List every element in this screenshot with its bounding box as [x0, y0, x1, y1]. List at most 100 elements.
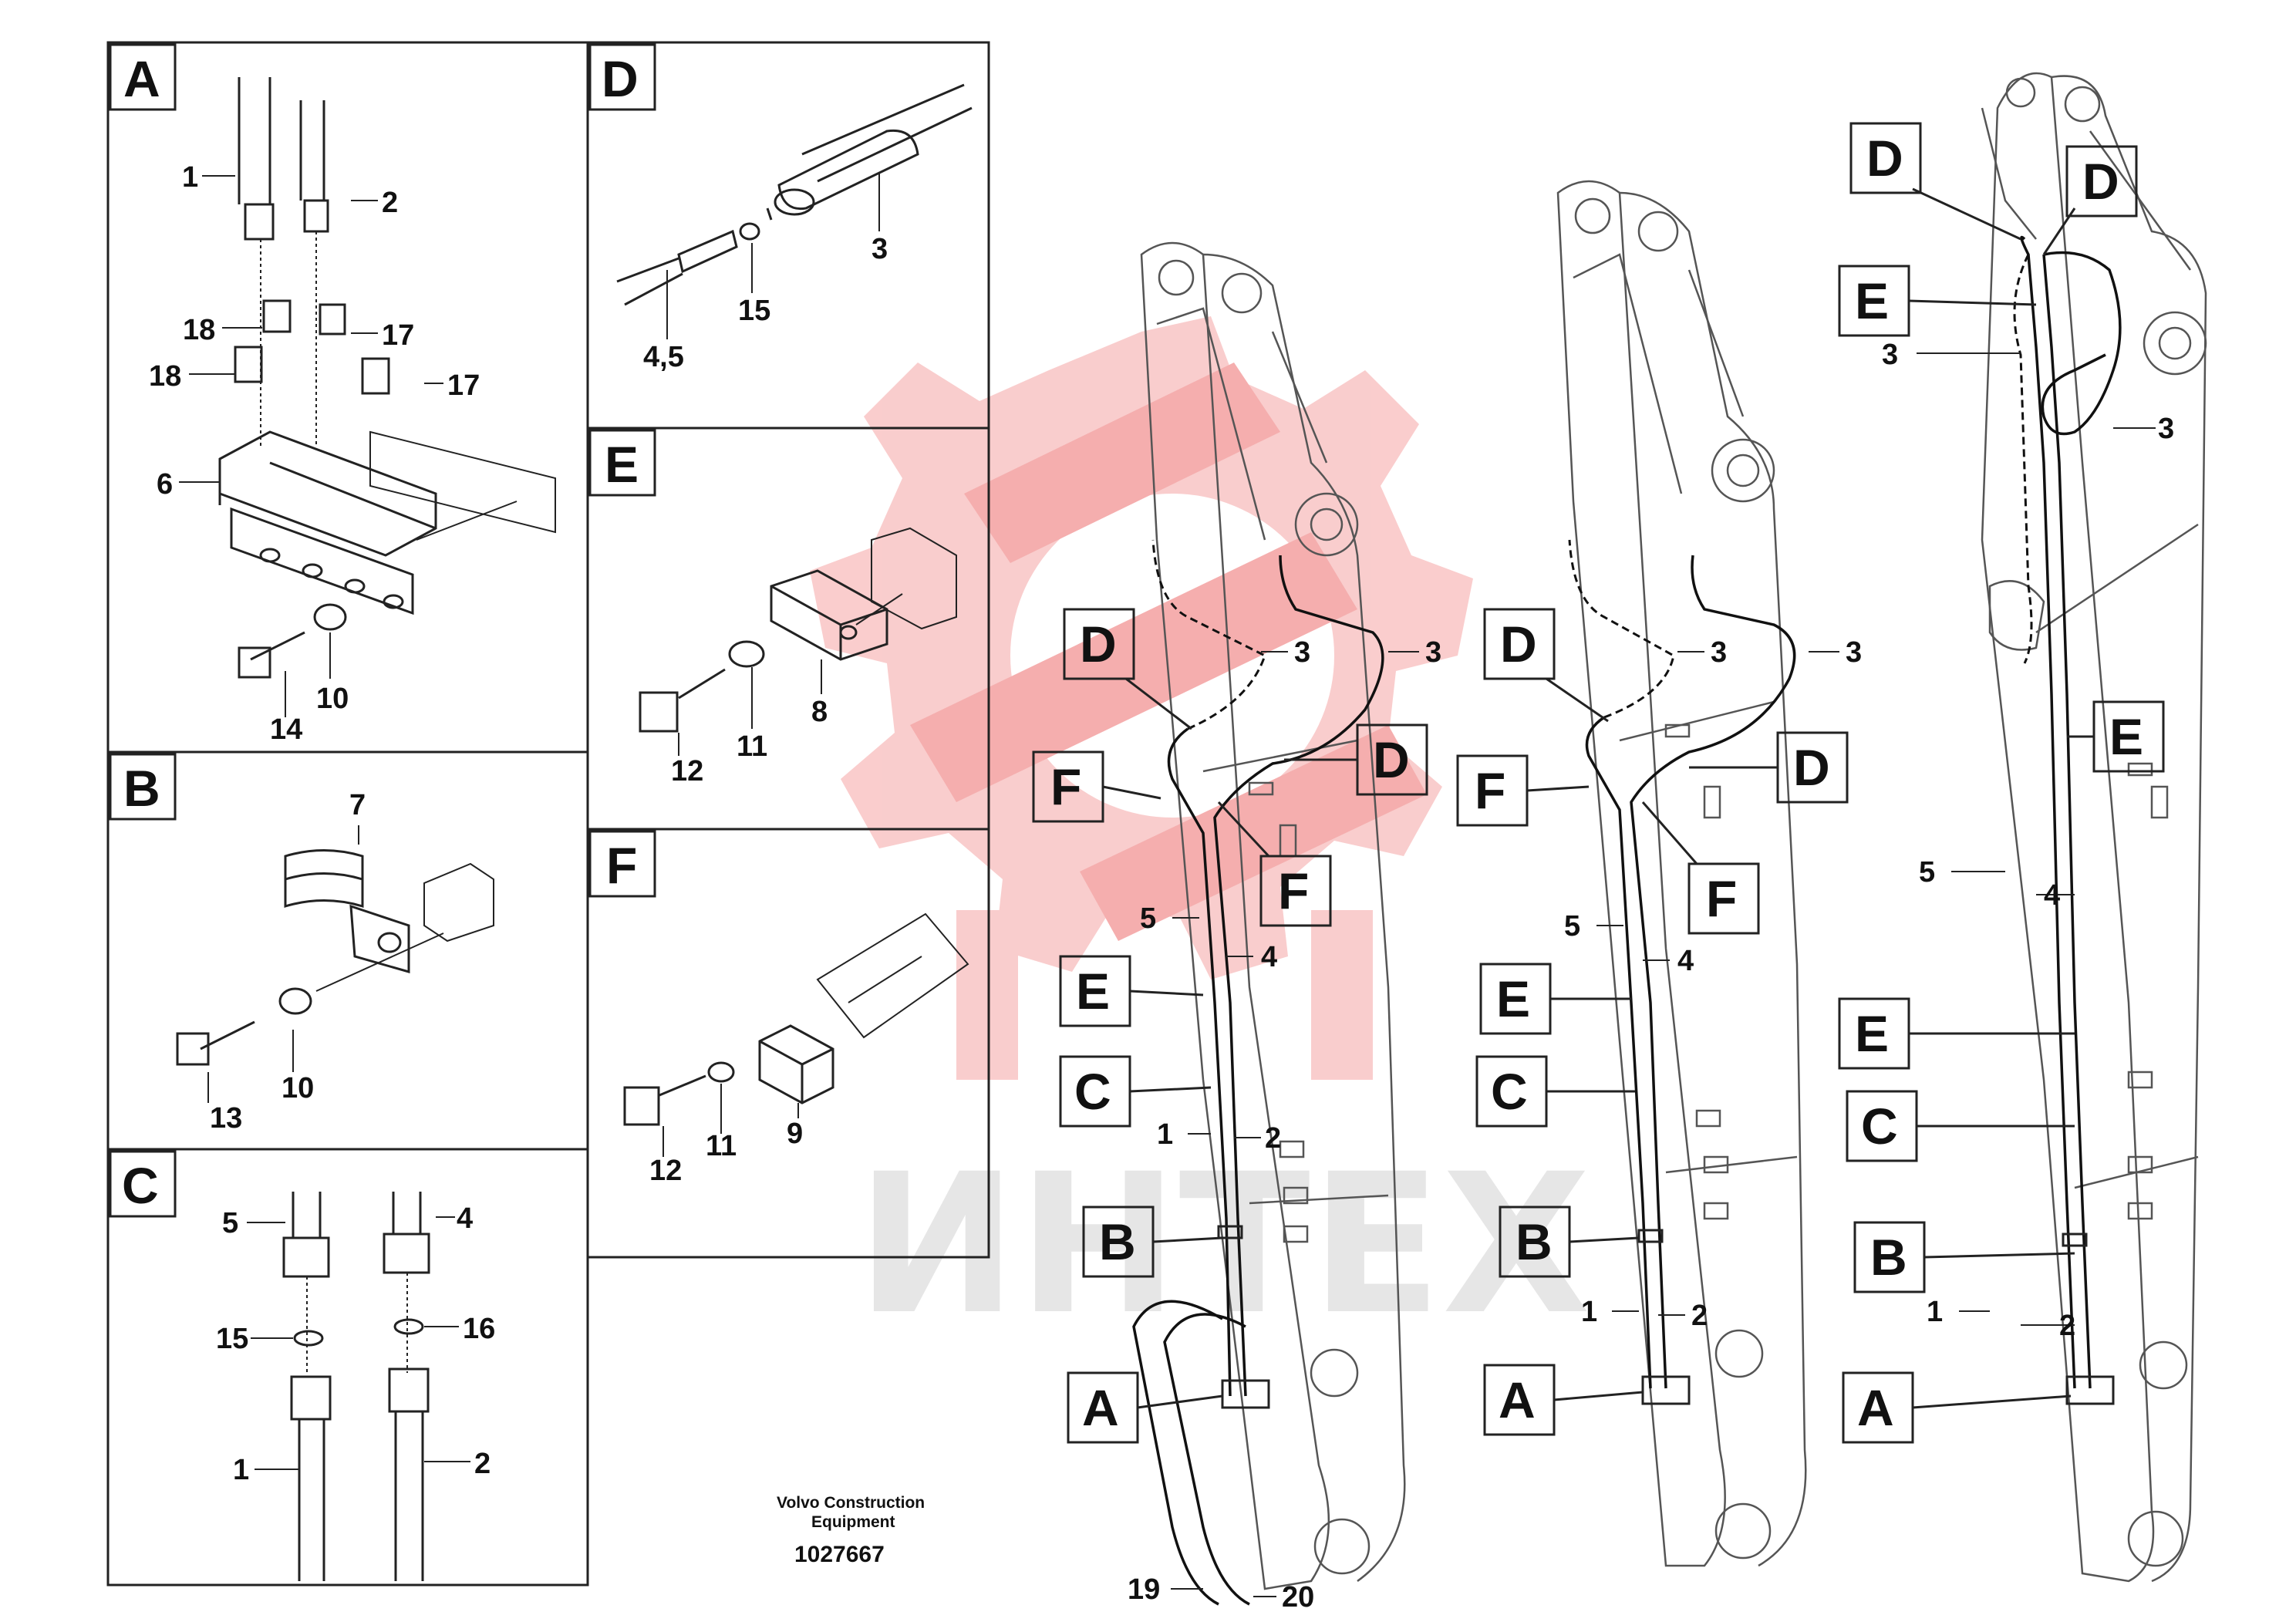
panel-A-callout-14: 14	[270, 713, 302, 746]
callout-number: 1	[1927, 1296, 1943, 1328]
panel-D-callout-3: 3	[872, 233, 888, 265]
panel-C-callout-4: 4	[457, 1202, 473, 1235]
callout-number: F	[606, 837, 637, 894]
boom-3-callout-A: A	[1857, 1379, 1894, 1436]
panel-A-callout-2: 2	[382, 187, 398, 219]
panel-E-drawing	[639, 527, 957, 756]
boom-2-callout-D-top: D	[1500, 615, 1537, 673]
callout-number: 4	[1677, 945, 1694, 977]
boom-1-callout-D-top: D	[1080, 615, 1117, 673]
boom-2-callout-E: E	[1496, 970, 1530, 1027]
panel-frames	[106, 41, 990, 1587]
boom-3-callouts: D D E E E C B A	[1838, 122, 2165, 1444]
panel-B-callout-13: 13	[210, 1102, 242, 1135]
callout-number: 3	[1846, 636, 1862, 669]
panel-A-callout-17b: 17	[447, 369, 480, 402]
doc-number: 1027667	[794, 1542, 885, 1567]
panel-C-title: C	[109, 1150, 177, 1218]
boom-1-callout-F-left: F	[1050, 758, 1081, 815]
callout-number: 1	[1157, 1118, 1173, 1151]
boom-3-hoses	[2013, 235, 2122, 1405]
panel-A-callout-17a: 17	[382, 319, 414, 352]
callout-number: 3	[1294, 636, 1310, 669]
boom-2-callout-D-right: D	[1793, 739, 1830, 796]
panel-E-callout-12: 12	[671, 755, 703, 787]
panel-B-drawing	[176, 825, 494, 1103]
panel-C-callout-5: 5	[222, 1207, 238, 1239]
boom-2-hoses	[1568, 539, 1796, 1405]
callout-number: 5	[1140, 902, 1156, 935]
callout-number: 3	[1711, 636, 1727, 669]
panel-B-title: B	[109, 753, 177, 821]
panel-C-callout-1: 1	[233, 1454, 249, 1486]
panel-C-callout-2: 2	[474, 1448, 491, 1480]
boom-2-structure	[1556, 180, 1807, 1567]
callout-number: C	[122, 1157, 159, 1214]
callout-number: 5	[1919, 856, 1935, 889]
footer: Volvo Construction Equipment 1027667	[777, 1494, 925, 1567]
boom-1-callout-C: C	[1074, 1063, 1111, 1120]
panel-A-callout-6: 6	[157, 468, 173, 501]
panel-C-callout-15: 15	[216, 1323, 248, 1355]
panel-C-callout-16: 16	[463, 1313, 495, 1345]
callout-number: 20	[1282, 1581, 1314, 1614]
callout-number: 3	[1425, 636, 1441, 669]
callout-number: 4	[2044, 879, 2060, 912]
panel-C-drawing	[247, 1192, 470, 1581]
boom-3-callout-D-left: D	[1866, 130, 1903, 187]
boom-1-numbers: 3 3 5 4 1 2 19 20	[1128, 636, 1441, 1614]
boom-1-callouts: D F F E C B A D	[1032, 608, 1428, 1444]
boom-2-callout-A: A	[1499, 1371, 1536, 1428]
callout-number: 3	[1882, 339, 1898, 371]
callout-number: B	[123, 760, 160, 817]
boom-2-numbers: 3 3 5 4 1 2	[1564, 636, 1862, 1332]
boom-1-callout-F-right: F	[1278, 862, 1309, 919]
boom-3-callout-E-top: E	[1855, 272, 1889, 329]
panel-F-callout-11: 11	[706, 1130, 737, 1162]
boom-1-callout-A: A	[1082, 1379, 1119, 1436]
maker-line-2: Equipment	[811, 1513, 895, 1531]
panel-F-title: F	[588, 830, 656, 898]
callout-number: 5	[1564, 910, 1580, 943]
panel-A-callout-18b: 18	[149, 360, 181, 393]
boom-3-callout-B: B	[1870, 1229, 1907, 1286]
boom-3-numbers: 3 3 5 4 1 2	[1882, 339, 2174, 1342]
panel-D-drawing	[616, 83, 973, 339]
panel-B-callout-7: 7	[349, 789, 366, 821]
boom-2-callout-C: C	[1491, 1063, 1528, 1120]
panel-A-callout-18a: 18	[183, 314, 215, 346]
callout-number: 2	[1691, 1300, 1708, 1332]
panel-A-leaders	[179, 175, 443, 717]
callout-number: 3	[2158, 413, 2174, 445]
boom-1-hoses	[1132, 539, 1384, 1606]
maker-line-1: Volvo Construction	[777, 1494, 925, 1512]
callout-number: D	[602, 50, 639, 107]
boom-1-callout-D-right: D	[1373, 731, 1410, 788]
boom-1-callout-B: B	[1099, 1213, 1136, 1270]
panel-F-callout-9: 9	[787, 1118, 803, 1150]
panel-E-callout-8: 8	[811, 696, 828, 728]
callout-number: A	[123, 50, 160, 107]
panel-D-callout-15: 15	[738, 295, 770, 327]
callout-number: 4	[1261, 941, 1277, 973]
boom-1-structure	[1140, 241, 1406, 1590]
panel-D-callout-45: 4,5	[643, 341, 684, 373]
panel-A-callout-10: 10	[316, 683, 349, 715]
panel-F-drawing	[623, 912, 969, 1157]
boom-3-callout-C: C	[1861, 1098, 1898, 1155]
boom-1-callout-E: E	[1076, 963, 1110, 1020]
callout-number: 2	[1265, 1122, 1281, 1155]
panel-D-title: D	[588, 43, 656, 111]
panel-A-callout-1: 1	[182, 161, 198, 194]
boom-2-callout-B: B	[1515, 1213, 1553, 1270]
panel-E-title: E	[588, 429, 656, 497]
panel-B-callout-10: 10	[282, 1072, 314, 1104]
panel-F-callout-12: 12	[649, 1155, 682, 1187]
panel-A-title: A	[109, 43, 177, 111]
boom-3-callout-E-right: E	[2109, 708, 2143, 765]
boom-3-callout-D-right: D	[2082, 153, 2119, 210]
callout-number: 2	[2059, 1310, 2075, 1342]
panel-A-drawing	[218, 77, 556, 679]
boom-2-callout-F-left: F	[1475, 762, 1505, 819]
